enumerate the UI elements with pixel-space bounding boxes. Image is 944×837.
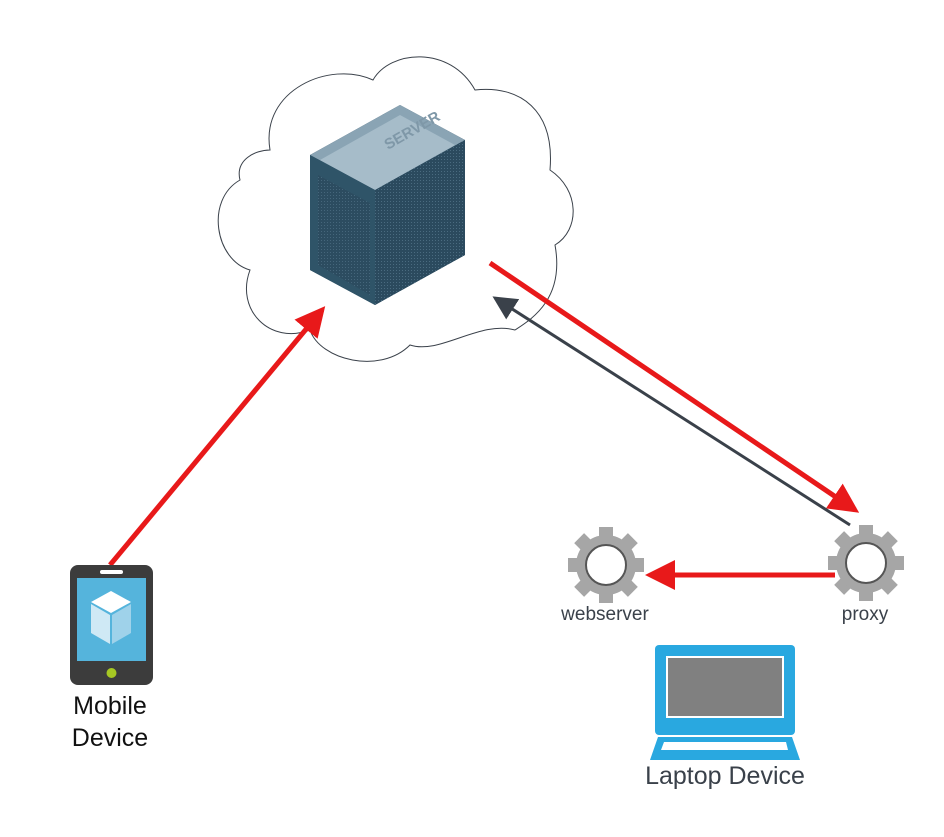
mobile-label-line2: Device (71, 724, 149, 752)
server-icon[interactable]: SERVER (310, 105, 465, 305)
edge-proxy-to-server[interactable] (492, 296, 851, 527)
mobile-device-label: Mobile Device (50, 690, 170, 754)
laptop-device-icon[interactable] (650, 645, 800, 760)
mobile-device-icon[interactable] (70, 565, 153, 685)
mobile-label-line1: Mobile (73, 692, 147, 720)
proxy-label: proxy (841, 604, 889, 625)
edge-mobile-to-server[interactable] (108, 306, 326, 567)
edge-server-to-proxy[interactable] (488, 260, 860, 513)
webserver-gear-icon[interactable] (568, 527, 644, 603)
proxy-gear-icon[interactable] (828, 525, 904, 601)
webserver-label: webserver (561, 604, 649, 625)
laptop-device-label: Laptop Device (645, 762, 805, 790)
